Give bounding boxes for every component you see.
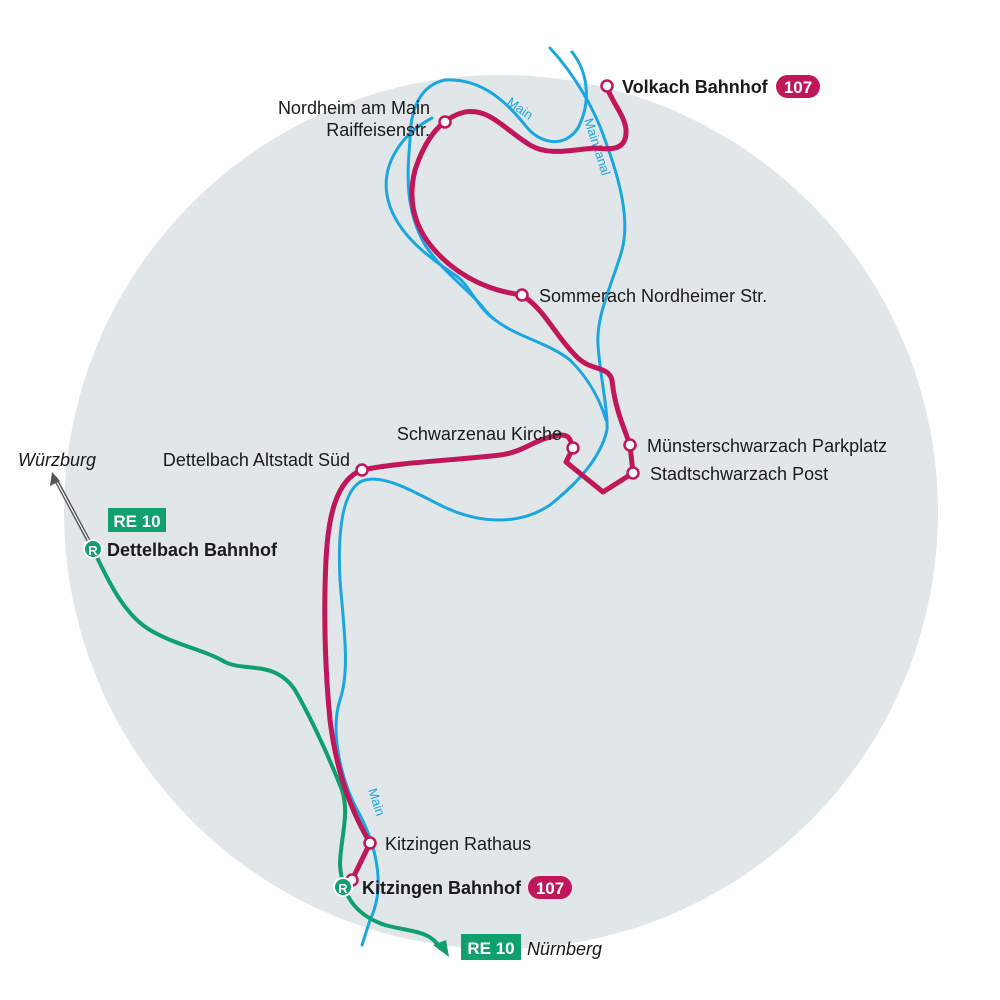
- stop-volkach[interactable]: [600, 79, 614, 93]
- stop-dettelbach-altstadt[interactable]: [355, 463, 369, 477]
- arrow-nuernberg-icon: [433, 940, 449, 957]
- rail-symbol: R: [338, 881, 348, 896]
- badge-107-kitzingen: 107: [528, 876, 572, 899]
- main-river-loop: [406, 50, 608, 422]
- service-area: [64, 75, 938, 949]
- rail-station-kitzingen-icon[interactable]: R: [333, 877, 353, 897]
- badge-re10-nuernberg: RE 10: [461, 934, 521, 960]
- badge-text: 107: [784, 78, 812, 97]
- badge-text: 107: [536, 879, 564, 898]
- badge-re10-dettelbach: RE 10: [108, 508, 166, 532]
- label-nordheim-1: Nordheim am Main: [278, 98, 430, 118]
- badge-text: RE 10: [113, 512, 160, 531]
- label-stadtschwarzach: Stadtschwarzach Post: [650, 464, 828, 484]
- label-volkach: Volkach Bahnhof: [622, 77, 769, 97]
- stop-schwarzenau[interactable]: [566, 441, 580, 455]
- label-dettelbach-altstadt: Dettelbach Altstadt Süd: [163, 450, 350, 470]
- rail-symbol: R: [88, 543, 98, 558]
- label-kitzingen-bf: Kitzingen Bahnhof: [362, 878, 522, 898]
- stop-stadtschwarzach[interactable]: [626, 466, 640, 480]
- rail-to-wuerzburg-inner: [56, 481, 92, 546]
- label-sommerach: Sommerach Nordheimer Str.: [539, 286, 767, 306]
- main-river-arm: [384, 116, 497, 322]
- rail-line-re10: [91, 547, 442, 950]
- stop-nordheim[interactable]: [438, 115, 452, 129]
- label-muensterschwarzach: Münsterschwarzach Parkplatz: [647, 436, 887, 456]
- stop-kitzingen-rathaus[interactable]: [363, 836, 377, 850]
- arrow-wuerzburg-icon: [50, 472, 60, 486]
- label-nuernberg: Nürnberg: [527, 939, 602, 959]
- stop-sommerach[interactable]: [515, 288, 529, 302]
- label-dettelbach-bf: Dettelbach Bahnhof: [107, 540, 278, 560]
- mainkanal-river: [334, 46, 627, 947]
- label-nordheim-2: Raiffeisenstr.: [326, 120, 430, 140]
- stop-muensterschwarzach[interactable]: [623, 438, 637, 452]
- bus-line-107: [322, 83, 636, 883]
- rail-station-dettelbach-icon[interactable]: R: [83, 539, 103, 559]
- label-wuerzburg: Würzburg: [18, 450, 96, 470]
- badge-107-volkach: 107: [776, 75, 820, 98]
- label-kitzingen-rathaus: Kitzingen Rathaus: [385, 834, 531, 854]
- label-schwarzenau: Schwarzenau Kirche: [397, 424, 562, 444]
- badge-text: RE 10: [467, 939, 514, 958]
